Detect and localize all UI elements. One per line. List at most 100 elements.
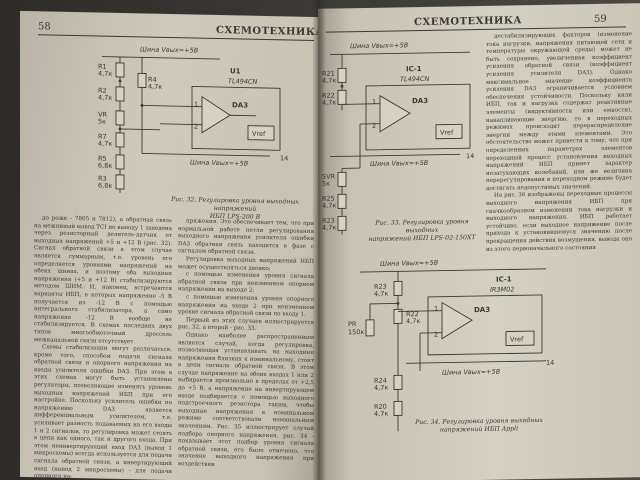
resistor-pr	[365, 319, 375, 337]
svg-text:150к: 150к	[348, 328, 364, 336]
figure-34-schematic: Шина Vвых=+5В R23 4,7к R22 4,7к PR 150к …	[346, 252, 566, 432]
svg-text:6,8к: 6,8к	[98, 181, 112, 189]
resistor-r5	[115, 154, 125, 170]
svg-text:DA3: DA3	[474, 306, 490, 314]
svg-text:1: 1	[434, 305, 438, 313]
svg-text:6,8к: 6,8к	[98, 161, 112, 169]
svg-text:TL494CN: TL494CN	[400, 75, 430, 84]
svg-text:Шина Vвых=+5В: Шина Vвых=+5В	[442, 368, 501, 377]
resistor-r2	[115, 86, 125, 102]
svg-text:R2: R2	[98, 86, 107, 94]
svg-text:R22: R22	[322, 92, 335, 100]
svg-text:IC-1: IC-1	[496, 275, 512, 283]
op-amp-da3	[379, 94, 411, 133]
svg-text:SVR: SVR	[322, 173, 336, 181]
resistor-r1	[115, 62, 125, 78]
running-header: СХЕМОТЕХНИКА	[216, 24, 320, 39]
ic-name: TL494CN	[228, 77, 258, 86]
svg-text:DA3: DA3	[412, 97, 428, 105]
page-number: 59	[594, 13, 607, 25]
vref-block	[505, 330, 535, 346]
svg-text:Шина Vвых=+5В: Шина Vвых=+5В	[370, 159, 429, 168]
svg-text:4,7к: 4,7к	[406, 317, 420, 325]
resistor-r21	[337, 67, 347, 83]
resistor-r25	[337, 193, 347, 209]
right-page-column: дестабилизирующих факторов (изменение то…	[486, 31, 632, 253]
svg-text:Vref: Vref	[440, 128, 454, 136]
svg-text:R24: R24	[374, 377, 387, 385]
svg-text:4,7к: 4,7к	[374, 410, 388, 418]
svg-text:IR3M02: IR3M02	[490, 285, 514, 293]
svg-text:1: 1	[194, 101, 198, 109]
left-page-column-a: до рожк - 7805 и 7812), а обратная связь…	[34, 215, 172, 480]
vref-block	[247, 125, 275, 141]
svg-text:R23: R23	[374, 283, 387, 291]
svg-text:VR: VR	[98, 110, 107, 118]
svg-text:Vref: Vref	[252, 130, 266, 138]
rail-top-label: Шина Vвых=+5В	[140, 45, 199, 54]
right-page: СХЕМОТЕХНИКА 59 Шина Vвых=+5В R21 4,7к R…	[318, 3, 640, 480]
svg-text:4,7к: 4,7к	[374, 290, 388, 298]
svg-text:IC-1: IC-1	[406, 65, 422, 73]
ic-ref: U1	[230, 67, 241, 75]
running-header: СХЕМОТЕХНИКА	[414, 15, 523, 29]
rail-bottom-label: Шина Vвых=+5В	[190, 158, 249, 167]
left-page-column-b: пряжения. Это обеспечивает тем, что при …	[178, 218, 314, 468]
svg-text:R3: R3	[98, 174, 107, 182]
svg-text:2: 2	[434, 331, 438, 339]
svg-text:PR: PR	[348, 320, 357, 328]
book-spine-shadow	[312, 0, 326, 480]
svg-text:4,7к: 4,7к	[322, 201, 336, 209]
resistor-r23	[337, 215, 347, 231]
svg-text:4,7к: 4,7к	[322, 223, 336, 231]
svg-text:R21: R21	[322, 70, 335, 78]
svg-text:R22: R22	[406, 310, 419, 318]
svg-text:5к: 5к	[98, 117, 106, 125]
figure-33-schematic: Шина Vвых=+5В R21 4,7к R22 4,7к IC-1 TL4…	[320, 36, 480, 239]
svg-text:R7: R7	[98, 132, 107, 140]
svg-text:R25: R25	[322, 195, 335, 203]
left-page: 58 СХЕМОТЕХНИКА Шина Vвых=+5В R1 4,7к R2…	[20, 10, 320, 480]
vref-block	[435, 123, 463, 140]
resistor-r4	[137, 72, 147, 88]
resistor-r22	[393, 308, 403, 324]
svg-text:R5: R5	[98, 154, 107, 162]
svg-text:Шина Vвых=+5В: Шина Vвых=+5В	[380, 259, 439, 268]
op-amp-da3	[441, 301, 473, 340]
svg-text:R1: R1	[98, 62, 107, 70]
svg-text:R23: R23	[322, 217, 335, 225]
svg-text:14: 14	[546, 359, 554, 367]
page-number: 58	[38, 21, 51, 33]
svg-text:5к: 5к	[322, 180, 330, 188]
svg-text:Vref: Vref	[510, 335, 524, 343]
op-amp-da3	[201, 95, 231, 134]
svg-text:Шина Vвых=+5В: Шина Vвых=+5В	[350, 41, 409, 50]
resistor-vr	[115, 110, 125, 126]
resistor-r20	[393, 400, 403, 416]
svg-text:14: 14	[280, 154, 288, 162]
svg-text:R4: R4	[148, 76, 157, 84]
figure-33-caption: Рис. 33. Регулировка уровня выходных нап…	[368, 218, 476, 243]
resistor-svr	[337, 171, 347, 187]
svg-text:4,7к: 4,7к	[148, 83, 162, 91]
svg-text:2: 2	[372, 122, 376, 130]
svg-text:4,7к: 4,7к	[98, 93, 112, 101]
svg-text:4,7к: 4,7к	[374, 384, 388, 392]
resistor-r22	[337, 89, 347, 105]
svg-text:14: 14	[466, 152, 474, 160]
svg-text:R20: R20	[374, 403, 387, 411]
figure-34-caption: Рис. 34. Регулировка уровня выходных нап…	[415, 416, 543, 434]
svg-text:4,7к: 4,7к	[322, 98, 336, 106]
svg-text:DA3: DA3	[232, 101, 248, 109]
resistor-r24	[393, 374, 403, 390]
svg-text:2: 2	[194, 123, 198, 131]
svg-text:1: 1	[372, 98, 376, 106]
svg-text:4,7к: 4,7к	[98, 139, 112, 147]
resistor-r7	[115, 132, 125, 148]
figure-32-schematic: Шина Vвых=+5В R1 4,7к R2 4,7к VR 5к R7 4…	[80, 42, 316, 197]
resistor-r3	[115, 174, 125, 190]
resistor-r23	[393, 280, 403, 296]
svg-text:4,7к: 4,7к	[98, 69, 112, 77]
svg-text:4,7к: 4,7к	[322, 76, 336, 84]
